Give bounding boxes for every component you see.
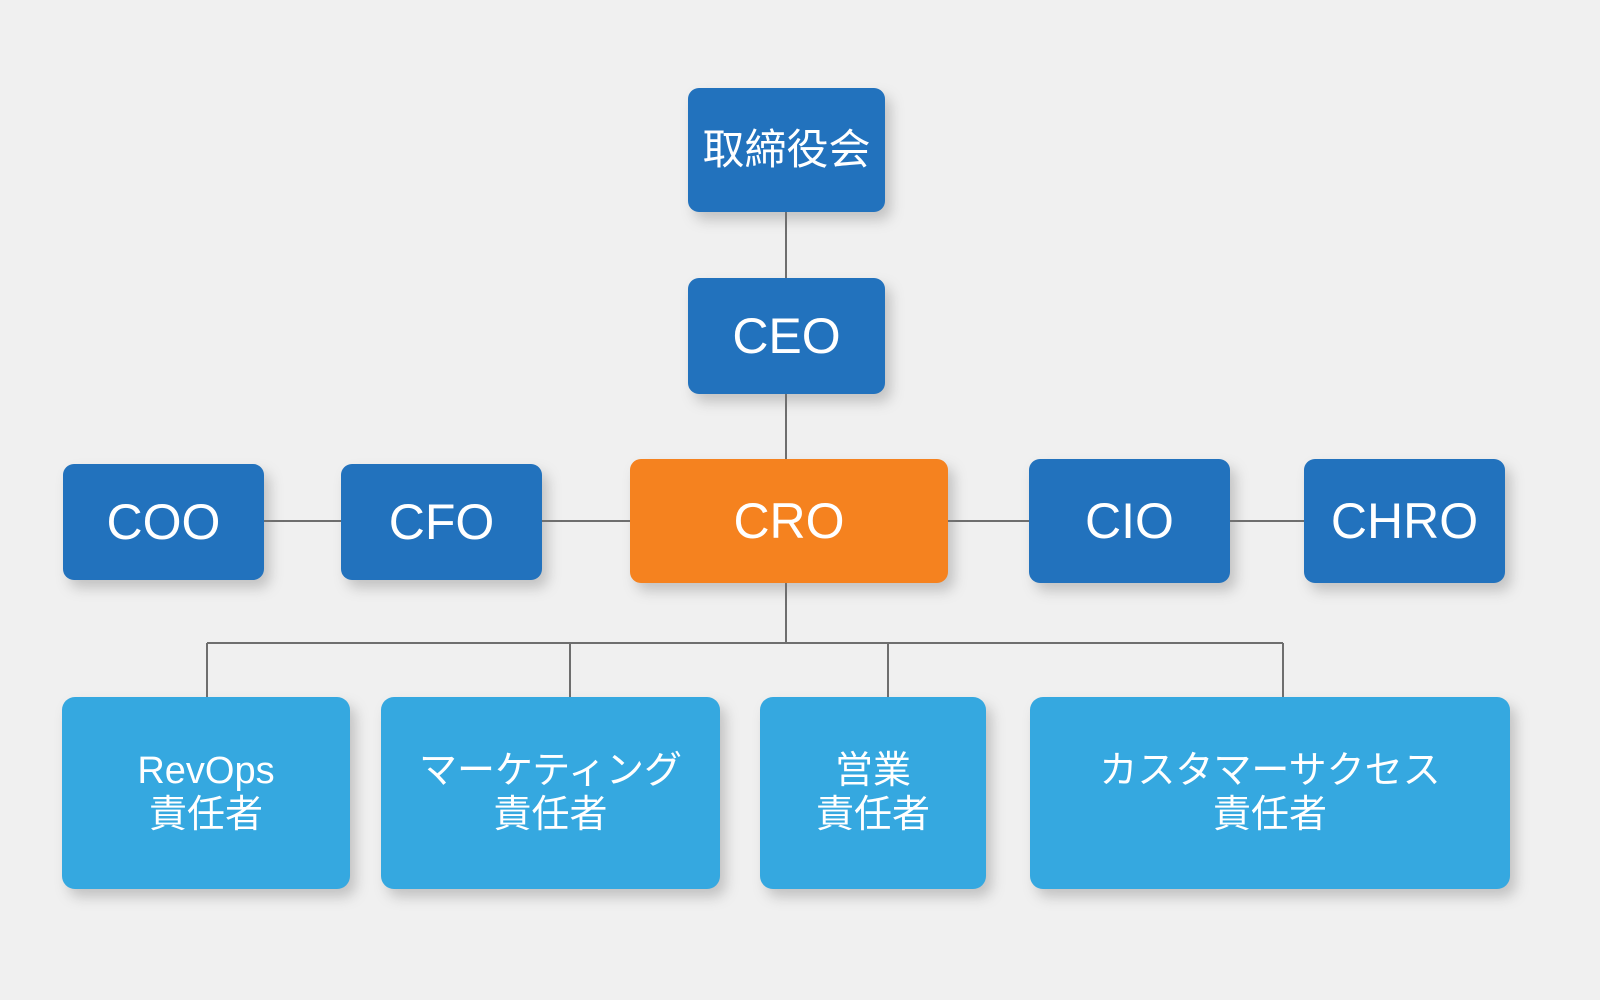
node-board[interactable]: 取締役会 [688,88,885,212]
node-sales-lead[interactable]: 営業 責任者 [760,697,986,889]
node-chro[interactable]: CHRO [1304,459,1505,583]
node-marketing-lead[interactable]: マーケティング 責任者 [381,697,720,889]
node-ceo[interactable]: CEO [688,278,885,394]
node-cio[interactable]: CIO [1029,459,1230,583]
node-coo[interactable]: COO [63,464,264,580]
node-customer-success-lead[interactable]: カスタマーサクセス 責任者 [1030,697,1510,889]
node-cro[interactable]: CRO [630,459,948,583]
node-cfo[interactable]: CFO [341,464,542,580]
node-revops-lead[interactable]: RevOps 責任者 [62,697,350,889]
